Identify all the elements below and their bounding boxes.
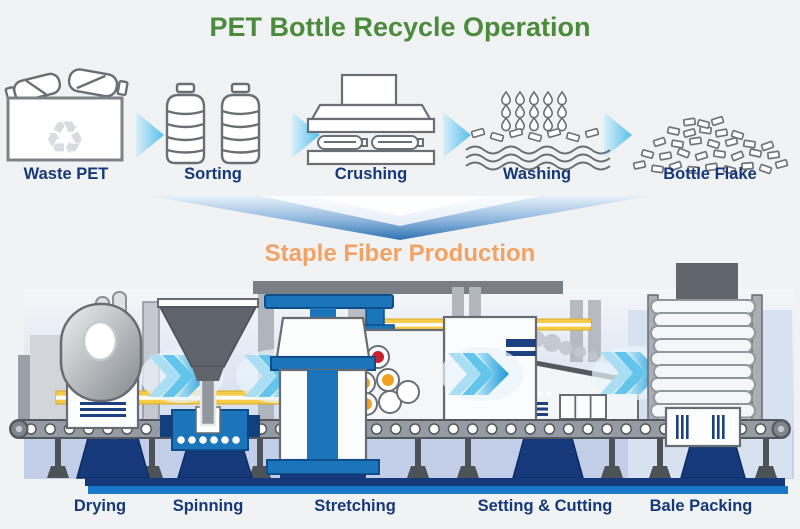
prod-label-stretching: Stretching — [314, 497, 396, 515]
stage-label-bottle-flake: Bottle Flake — [663, 165, 757, 183]
stage-label-sorting: Sorting — [184, 165, 242, 183]
prod-label-drying: Drying — [73, 497, 127, 515]
bale-packing-machine — [664, 406, 742, 448]
factory-floor — [85, 478, 788, 494]
machine-legs — [47, 438, 777, 478]
recycle-section-title: PET Bottle Recycle Operation — [209, 12, 591, 42]
drying-machine — [59, 302, 143, 430]
chevron-arrow-icon — [440, 347, 524, 401]
fiber-section-title: Staple Fiber Production — [264, 240, 536, 267]
crushing-press-icon — [306, 73, 436, 166]
stage-label-waste-pet: Waste PET — [23, 165, 109, 183]
prod-label-setting-cutting: Setting & Cutting — [477, 497, 613, 515]
transition-arrow-icon — [150, 196, 650, 240]
recycle-symbol-icon: ♻ — [44, 111, 85, 165]
sorting-bottles-icon — [165, 82, 261, 165]
waste-pet-bin-icon: ♻ — [4, 68, 129, 165]
stage-label-crushing: Crushing — [334, 165, 408, 183]
flow-arrow-icon — [136, 112, 632, 158]
staple-fiber-factory-illustration — [9, 263, 794, 494]
bale-packing-stack — [647, 263, 763, 426]
prod-label-spinning: Spinning — [172, 497, 244, 515]
washing-water-icon — [465, 91, 611, 171]
bottle-flake-pile-icon — [632, 115, 789, 175]
recycle-flow-strip: ♻ — [4, 68, 789, 175]
spinning-machine — [157, 298, 260, 451]
stretching-machine — [264, 294, 394, 479]
prod-label-bale-packing: Bale Packing — [649, 497, 753, 515]
stage-label-washing: Washing — [502, 165, 572, 183]
